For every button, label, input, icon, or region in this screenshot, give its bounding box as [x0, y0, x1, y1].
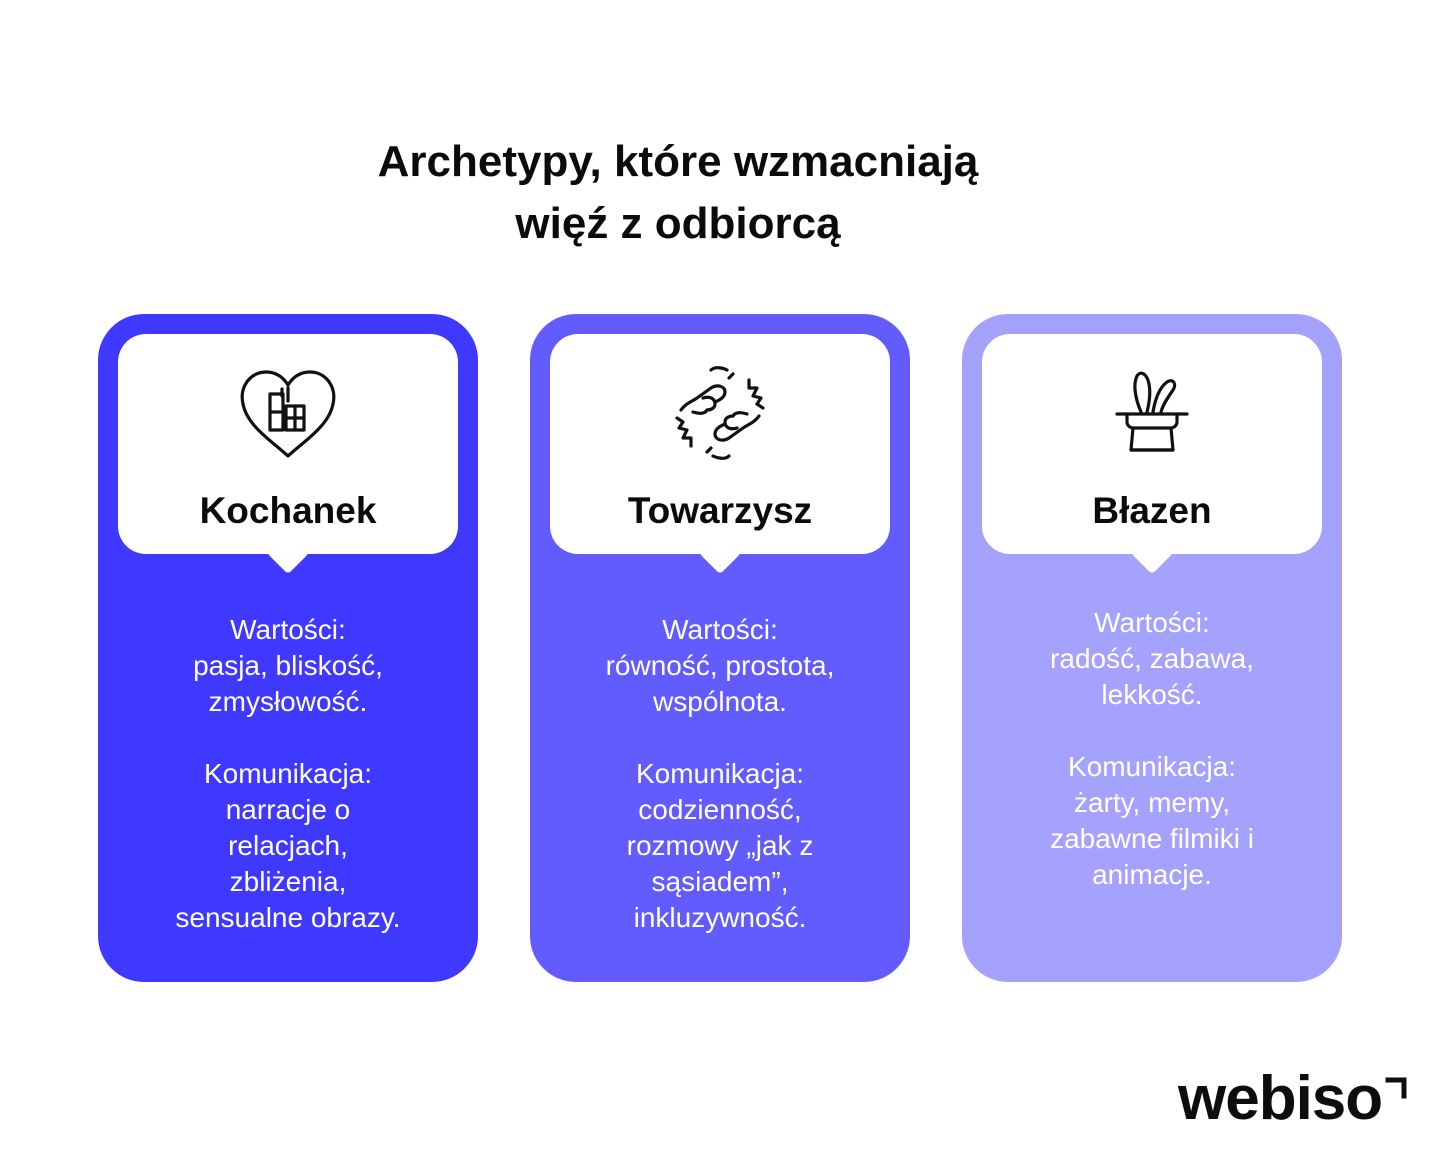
title-line-2: więź z odbiorcą	[515, 199, 841, 249]
values-line: lekkość.	[1101, 679, 1203, 710]
values-line: pasja, bliskość,	[193, 650, 383, 681]
fist-bump-icon	[675, 366, 765, 460]
archetype-name: Towarzysz	[627, 490, 813, 531]
communication-line: zabawne filmiki i	[1050, 823, 1254, 854]
communication-line: sensualne obrazy.	[175, 902, 401, 933]
communication-line: codzienność,	[638, 794, 802, 825]
values-label: Wartości:	[662, 614, 778, 645]
title-line-1: Archetypy, które wzmacniają	[377, 137, 979, 187]
values-line: zmysłowość.	[208, 686, 368, 717]
card-header-bubble: Towarzysz	[550, 334, 890, 554]
webiso-logo: webiso	[1178, 1064, 1383, 1133]
values-line: wspólnota.	[653, 686, 787, 717]
archetype-name: Kochanek	[199, 490, 377, 531]
communication-line: narracje o	[225, 794, 351, 825]
values-label: Wartości:	[1094, 607, 1210, 638]
values-line: radość, zabawa,	[1050, 643, 1254, 674]
archetype-description: Wartości: równość, prostota, wspólnota. …	[540, 612, 900, 936]
values-line: równość, prostota,	[605, 650, 835, 681]
archetype-description: Wartości: pasja, bliskość, zmysłowość. K…	[108, 612, 468, 936]
card-towarzysz: Towarzysz Wartości: równość, prostota, w…	[530, 314, 910, 982]
magic-hat-rabbit-icon	[1115, 371, 1189, 452]
card-header-bubble: Błazen	[982, 334, 1322, 554]
communication-line: relacjach,	[228, 830, 348, 861]
logo-corner-mark-icon	[1385, 1077, 1407, 1099]
communication-label: Komunikacja:	[1067, 751, 1237, 782]
communication-line: animacje.	[1092, 859, 1212, 890]
communication-line: inkluzywność.	[633, 902, 807, 933]
card-header-bubble: Kochanek	[118, 334, 458, 554]
communication-label: Komunikacja:	[203, 758, 373, 789]
archetype-name: Błazen	[1092, 490, 1212, 531]
archetype-description: Wartości: radość, zabawa, lekkość. Komun…	[972, 605, 1332, 893]
communication-line: rozmowy „jak z	[626, 830, 814, 861]
values-label: Wartości:	[230, 614, 346, 645]
page-title: Archetypy, które wzmacniają więź z odbio…	[0, 131, 1356, 255]
heart-with-gift-icon	[240, 370, 336, 458]
communication-line: sąsiadem”,	[651, 866, 789, 897]
card-blazen: Błazen Wartości: radość, zabawa, lekkość…	[962, 314, 1342, 982]
communication-label: Komunikacja:	[635, 758, 805, 789]
communication-line: żarty, memy,	[1073, 787, 1231, 818]
communication-line: zbliżenia,	[229, 866, 347, 897]
card-kochanek: Kochanek Wartości: pasja, bliskość, zmys…	[98, 314, 478, 982]
